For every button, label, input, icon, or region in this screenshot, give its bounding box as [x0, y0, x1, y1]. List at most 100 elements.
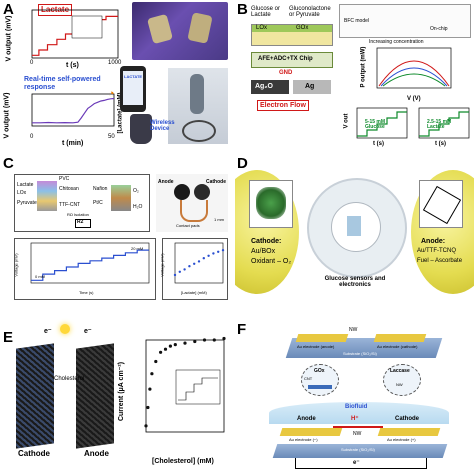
c-chart1-xlabel: Time (s): [79, 290, 94, 295]
b-lactate-steps: [419, 111, 469, 137]
c-chart1-start: 0 mM: [35, 274, 45, 279]
f-top-au-left: Au electrode (anode): [297, 344, 335, 349]
e-anode-label: Anode: [84, 449, 109, 458]
a-top-xtick-0: 0: [30, 60, 34, 66]
glove-photo: [132, 2, 228, 60]
d-anode-fuel: Fuel – Ascorbate: [417, 258, 463, 264]
phone-label: LACTATE: [124, 74, 143, 79]
f-anode-label: Anode: [297, 416, 316, 422]
e-point-7: [168, 344, 172, 348]
a-bottom-xtick-0: 0: [30, 134, 34, 140]
e-cathode-label: Cathode: [18, 449, 50, 458]
f-cathode-label: Cathode: [395, 416, 419, 422]
e-point-0: [144, 424, 148, 428]
c-mat-lactate: Lactate: [17, 182, 34, 188]
a-bottom-chart: [31, 93, 115, 127]
e-point-2: [148, 387, 152, 391]
a-device-label: Wireless Device: [150, 120, 175, 132]
panel-b: B Glucose or Lactate Gluconolactone or P…: [235, 0, 474, 150]
b-ag2o-electrode: Ag₂O: [251, 80, 289, 94]
e-point-8: [173, 343, 177, 347]
b-circuit: BFC model On-chip: [339, 4, 471, 38]
c2-point-10: [221, 249, 225, 252]
d-protein-structure: [256, 187, 286, 219]
c-anode-label: Anode: [158, 179, 174, 185]
f-nw-label-2: NW: [396, 382, 403, 387]
panel-a: A Lactate V output (mV) 0 1000 t (s) Rea…: [0, 0, 231, 150]
f-nw-label-3: NW: [353, 431, 362, 437]
e-bulb-icon: [60, 324, 70, 334]
a-annotation: Real-time self-powered response: [24, 76, 101, 92]
a-top-inset: [71, 15, 103, 39]
b-electron-flow: Electron Flow: [257, 100, 309, 111]
b-power-xlabel: V (V): [407, 96, 421, 102]
e-xlabel: [Cholesterol] (mM): [152, 458, 214, 465]
c2-point-6: [202, 257, 205, 260]
e-point-4: [154, 359, 158, 364]
c-chart2-frame: [174, 242, 224, 284]
c-chart2-ylabel: Voltage (mV): [159, 253, 165, 277]
e-anode-mesh: [76, 343, 114, 449]
f-bottom-electrode-left: [279, 428, 343, 436]
e-cholesterol-label: Cholesterol: [54, 376, 85, 382]
c2-point-8: [212, 252, 215, 255]
b-gnd-label: GND: [279, 70, 293, 76]
c-mat-lox: LOx: [17, 190, 27, 196]
f-nw-bar-1: [308, 385, 332, 389]
e-ylabel: Current (μA cm⁻²): [118, 361, 126, 422]
e-point-1: [146, 405, 150, 410]
a-bottom-ylabel: V output (mV): [3, 92, 11, 139]
f-bottom-substrate-label: Substrate (SiO₂/Si): [341, 447, 375, 452]
c-resistor-label: R2: [77, 219, 84, 225]
c-scale-label: 1 mm: [214, 217, 224, 222]
b-ag2o-label: Ag₂O: [255, 83, 273, 90]
c-anode-disc: [174, 184, 190, 200]
b-step-chart-lactate: [418, 107, 470, 139]
panel-f: F Au electrode (anode) Au electrode (cat…: [235, 318, 474, 474]
b-lox-layer: [252, 25, 332, 32]
b-power-title: Increasing concentration: [369, 39, 424, 45]
f-zoom-right: Laccase NW: [383, 364, 421, 396]
c-chart2-box: Voltage (mV) [Lactate] (mM): [159, 238, 228, 300]
e-point-5: [159, 350, 163, 354]
f-bottom-au-left: Au electrode (−): [289, 437, 318, 442]
panel-label-b: B: [237, 1, 248, 18]
e-point-6: [163, 347, 168, 351]
a-bottom-xlabel: t (min): [62, 140, 84, 147]
d-molecule-structure: [422, 185, 462, 225]
a-bottom-series: [32, 97, 115, 124]
f-top-electrode-right: [373, 334, 427, 342]
c1-series: [31, 249, 149, 281]
c2-point-2: [183, 268, 186, 271]
bike-wheel: [182, 120, 216, 142]
bike-photo: [168, 68, 228, 144]
b-vout-label: V out: [343, 113, 350, 129]
b-step-chart-glucose: [356, 107, 408, 139]
c-chart2: [173, 242, 225, 284]
b-t-label-1: t (s): [373, 141, 384, 147]
c-chart2-xlabel: [Lactate] (mM): [181, 290, 207, 295]
b-power-curve-1: [378, 60, 450, 87]
d-cathode-title: Cathode:: [251, 238, 282, 245]
c2-point-9: [217, 250, 220, 253]
d-anode-inset: [419, 180, 463, 228]
c-chart1-frame: [30, 242, 150, 284]
d-cathode-oxidant: Oxidant – O₂: [251, 258, 292, 265]
b-lactate-frame: [418, 107, 470, 139]
e-cathode-mesh: [16, 343, 54, 449]
c-anode-stack: [37, 181, 57, 211]
a-top-frame: [31, 9, 119, 59]
f-biofluid: [269, 402, 449, 424]
c-cathode-disc: [194, 184, 210, 200]
c-cathode-label: Cathode: [206, 179, 226, 185]
b-gox-label: GOx: [296, 25, 309, 31]
e-point-13: [222, 336, 226, 341]
f-hplus-arrow: [333, 426, 383, 428]
f-electron-wire: [295, 458, 427, 469]
e-point-3: [150, 372, 154, 376]
phone-device: LACTATE: [120, 66, 146, 112]
f-gox-label: GOx: [314, 368, 325, 374]
e-electron-left: e⁻: [44, 328, 52, 335]
c-resistor-note: RΩ Isolation: [67, 212, 89, 217]
b-power-curve-3: [382, 73, 446, 87]
